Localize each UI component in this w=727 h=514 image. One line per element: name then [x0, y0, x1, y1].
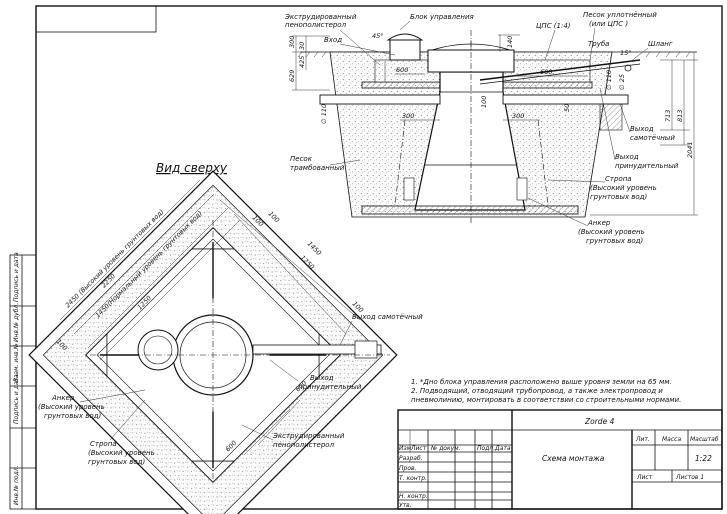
tb-sheets: Листов 1 [675, 474, 704, 481]
section-dim-30: 30 [298, 42, 306, 50]
section-dim-425: 425 [298, 56, 306, 68]
top-dim-100b: 100 [267, 210, 281, 224]
tb-col-date: Дата [494, 445, 511, 452]
section-dim-2041: 2041 [686, 141, 694, 158]
section-dim-110b: ∅ 110 [605, 70, 613, 90]
top-label-sling-2: (Высокий уровень [88, 449, 155, 457]
top-label-outlet-gravity: Выход самотёчный [352, 313, 423, 321]
section-dim-300: 300 [288, 36, 296, 48]
top-label-insulation-1: Экструдированный [272, 432, 345, 440]
section-label-inlet: Вход [324, 36, 342, 44]
stamp-orig-inv: Инв.№ подл. [13, 465, 20, 505]
tb-sheet: Лист [636, 474, 653, 481]
top-label-anchor-3: грунтовых вод) [44, 412, 101, 420]
note-line-2: 2. Подводящий, отводящий трубопровод, а … [411, 387, 663, 395]
section-dim-300c: 300 [512, 112, 524, 120]
tb-col-sign: Подп. [477, 445, 495, 452]
top-label-anchor-1: Анкер [51, 394, 75, 402]
section-dim-50: 50 [563, 104, 571, 112]
section-dim-813: 813 [676, 110, 684, 122]
sheet-frame [9, 5, 723, 510]
section-label-hose: Шланг [648, 40, 673, 48]
section-label-sand-2: (или ЦПС ) [589, 20, 628, 28]
top-label-insulation-2: пенополистерол [273, 441, 335, 449]
top-view: Вид сверху [28, 161, 423, 514]
section-dim-629: 629 [288, 70, 296, 82]
tb-scale: Масштаб [690, 436, 719, 443]
section-label-sand-rammed-1: Песок [290, 155, 313, 163]
section-dim-15: 15° [620, 49, 632, 57]
section-view: Экструдированный пенополистерол Блок упр… [284, 11, 698, 245]
top-label-sling-3: грунтовых вод) [88, 458, 145, 466]
section-label-anchor-2: (Высокий уровень [578, 228, 645, 236]
section-dim-300b: 300 [402, 112, 414, 120]
section-label-sling-2: (Высокий уровень [590, 184, 657, 192]
section-dim-100: 100 [480, 96, 488, 108]
section-dim-25: ∅ 25 [618, 74, 626, 90]
section-label-cps: ЦПС (1:4) [536, 22, 571, 30]
tb-row-dev: Разраб. [399, 455, 423, 462]
title-name: Схема монтажа [542, 454, 605, 463]
section-label-sand-1: Песок уплотнённый [583, 11, 657, 19]
section-label-forced-1: Выход [615, 153, 639, 161]
section-label-gravity-2: самотёчный [630, 134, 675, 142]
top-label-forced-2: принудительный [298, 383, 362, 391]
tb-col-doc: № докум. [430, 445, 461, 452]
tb-row-check: Пров. [399, 465, 417, 472]
section-dim-713: 713 [664, 110, 672, 122]
top-dim-1450b: 1450 [306, 240, 323, 257]
section-label-gravity-1: Выход [630, 125, 654, 133]
stamp-sign-date-2: Подпись и дата [13, 374, 20, 424]
stamp-dup-inv: Инв.№ дубл. [13, 303, 20, 342]
section-dim-110a: ∅ 110 [320, 104, 328, 124]
note-line-3: пневмолинию, монтировать в соответствии … [411, 396, 681, 404]
tb-col-list: Лист [410, 445, 427, 452]
section-dim-45: 45° [372, 32, 384, 40]
tb-row-ncontrol: Н. контр. [399, 493, 428, 500]
tb-col-izm: Изм [399, 445, 412, 452]
top-label-anchor-2: (Высокий уровень [38, 403, 105, 411]
section-label-insulation-1: Экструдированный [284, 13, 357, 21]
top-view-title: Вид сверху [156, 161, 228, 175]
section-dim-600b: 600 [540, 68, 552, 76]
section-label-pipe: Труба [588, 40, 609, 48]
top-label-forced-1: Выход [310, 374, 334, 382]
notes: 1. *Дно блока управления расположено выш… [411, 378, 681, 404]
side-stamps: Подпись и дата Инв.№ дубл. Взам. инв.№ П… [13, 252, 20, 505]
section-label-sand-rammed-2: трамбованный [290, 164, 345, 172]
section-label-insulation-2: пенополистерол [285, 21, 347, 29]
section-label-sling-1: Стропа [605, 175, 632, 183]
section-dim-140: 140 [506, 36, 514, 48]
note-line-1: 1. *Дно блока управления расположено выш… [411, 378, 672, 386]
section-label-anchor-1: Анкер [587, 219, 611, 227]
section-label-anchor-3: грунтовых вод) [586, 237, 643, 245]
title-code: Zorde 4 [584, 417, 615, 426]
top-label-sling-1: Стропа [90, 440, 117, 448]
section-label-sling-3: грунтовых вод) [590, 193, 647, 201]
section-label-forced-2: принудительный [615, 162, 679, 170]
title-block: Zorde 4 Схема монтажа Изм Лист № докум. … [397, 409, 723, 510]
tb-scale-val: 1:22 [695, 454, 712, 463]
section-label-control-unit: Блок управления [410, 13, 474, 21]
tb-lit: Лит. [635, 436, 650, 443]
tb-row-tcontrol: Т. контр. [399, 475, 427, 482]
stamp-replace-inv: Взам. инв.№ [13, 343, 20, 382]
section-dim-600a: 600 [396, 66, 408, 74]
stamp-sign-date-1: Подпись и дата [13, 252, 20, 302]
tb-mass: Масса [662, 436, 681, 443]
tb-row-approve: Утв. [399, 502, 412, 509]
